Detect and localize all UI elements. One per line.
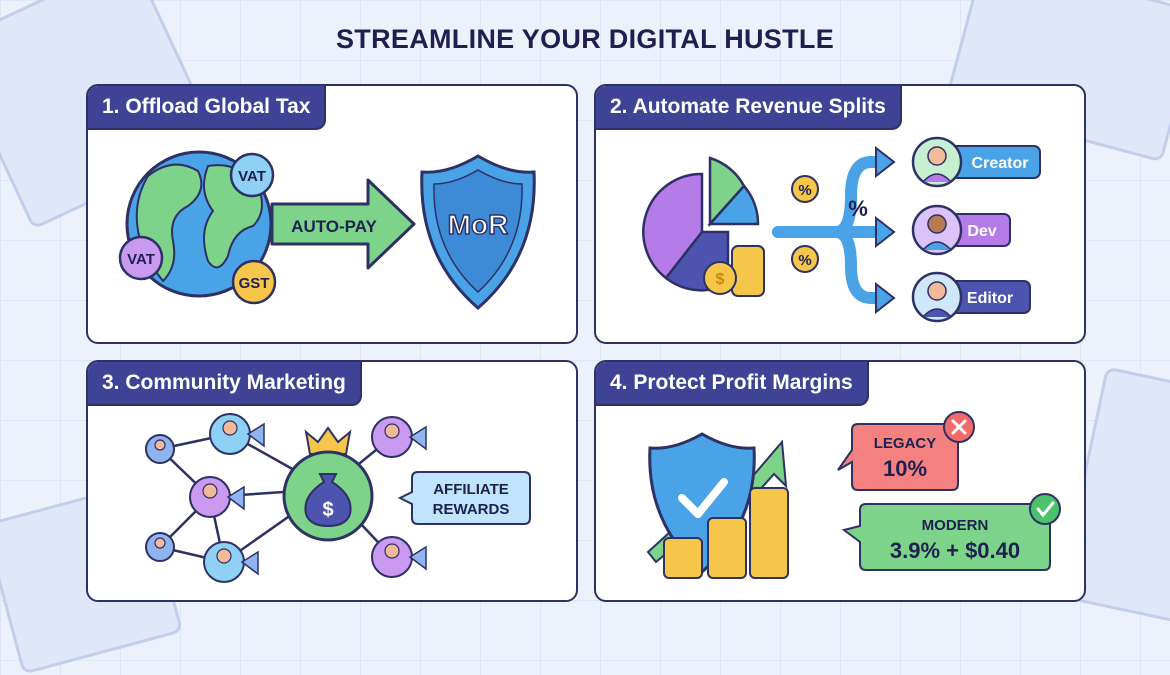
panel-heading: 3. Community Marketing: [88, 362, 362, 406]
coins-icon: $: [703, 245, 765, 297]
megaphone-icon: [226, 422, 427, 576]
svg-text:AUTO-PAY: AUTO-PAY: [291, 217, 377, 236]
recipient-editor: Editor: [911, 271, 1031, 323]
panel-automate-revenue-splits: $ % % % Creator Dev: [594, 84, 1086, 344]
money-bag-icon: $: [282, 450, 374, 542]
svg-text:Creator: Creator: [972, 155, 1029, 172]
panel-heading: 2. Automate Revenue Splits: [596, 86, 902, 130]
auto-pay-arrow-icon: AUTO-PAY: [270, 178, 416, 270]
page-title: STREAMLINE YOUR DIGITAL HUSTLE: [335, 24, 835, 54]
percent-icon: %: [791, 175, 819, 203]
community-illustration: $ AFFILIATE REWARDS: [145, 413, 531, 583]
svg-text:Dev: Dev: [967, 223, 996, 240]
svg-text:3.9% + $0.40: 3.9% + $0.40: [890, 538, 1020, 563]
panel-heading: 4. Protect Profit Margins: [596, 362, 869, 406]
svg-text:MODERN: MODERN: [922, 517, 989, 534]
split-arrows-icon: [772, 156, 884, 304]
svg-text:%: %: [798, 182, 811, 199]
percent-label: %: [848, 196, 868, 221]
svg-text:10%: 10%: [883, 456, 927, 481]
svg-text:VAT: VAT: [238, 168, 266, 185]
gst-badge: GST: [231, 259, 277, 305]
recipient-dev: Dev: [911, 204, 1011, 256]
shield-icon: MoR: [420, 154, 536, 310]
legacy-fee-callout: LEGACY 10%: [837, 423, 959, 491]
panel-offload-global-tax: VAT VAT GST AUTO-PAY MoR 1. Offload Glob…: [86, 84, 578, 344]
svg-text:Editor: Editor: [967, 290, 1013, 307]
svg-text:REWARDS: REWARDS: [433, 501, 510, 518]
panel-community-marketing: $ AFFILIATE REWARDS 3. Community Marketi…: [86, 360, 578, 602]
revenue-split-illustration: $ % % % Creator Dev: [642, 136, 1041, 323]
svg-text:GST: GST: [239, 275, 270, 292]
svg-text:MoR: MoR: [448, 209, 509, 240]
modern-fee-callout: MODERN 3.9% + $0.40: [841, 503, 1051, 571]
check-icon: [1029, 493, 1061, 525]
vat-badge-top: VAT: [229, 152, 275, 198]
coin-stacks-icon: [663, 487, 789, 579]
x-icon: [943, 411, 975, 443]
svg-text:VAT: VAT: [127, 251, 155, 268]
svg-text:$: $: [716, 271, 725, 288]
svg-text:$: $: [322, 499, 333, 521]
illustration-group: [154, 420, 400, 564]
percent-icon: %: [791, 245, 819, 273]
panel-protect-profit-margins: LEGACY 10% MODERN 3.9% + $0.40 4. Protec…: [594, 360, 1086, 602]
svg-text:%: %: [798, 252, 811, 269]
panel-heading: 1. Offload Global Tax: [88, 86, 327, 130]
profit-illustration: LEGACY 10% MODERN 3.9% + $0.40: [646, 411, 1061, 579]
crown-icon: [304, 426, 352, 455]
vat-badge-left: VAT: [118, 235, 164, 281]
recipient-creator: Creator: [911, 136, 1041, 188]
pie-chart-icon: [642, 156, 760, 292]
tax-illustration: VAT VAT GST AUTO-PAY MoR: [118, 150, 536, 310]
svg-text:AFFILIATE: AFFILIATE: [433, 481, 509, 498]
svg-text:LEGACY: LEGACY: [874, 435, 937, 452]
affiliate-rewards-callout: AFFILIATE REWARDS: [397, 471, 531, 525]
